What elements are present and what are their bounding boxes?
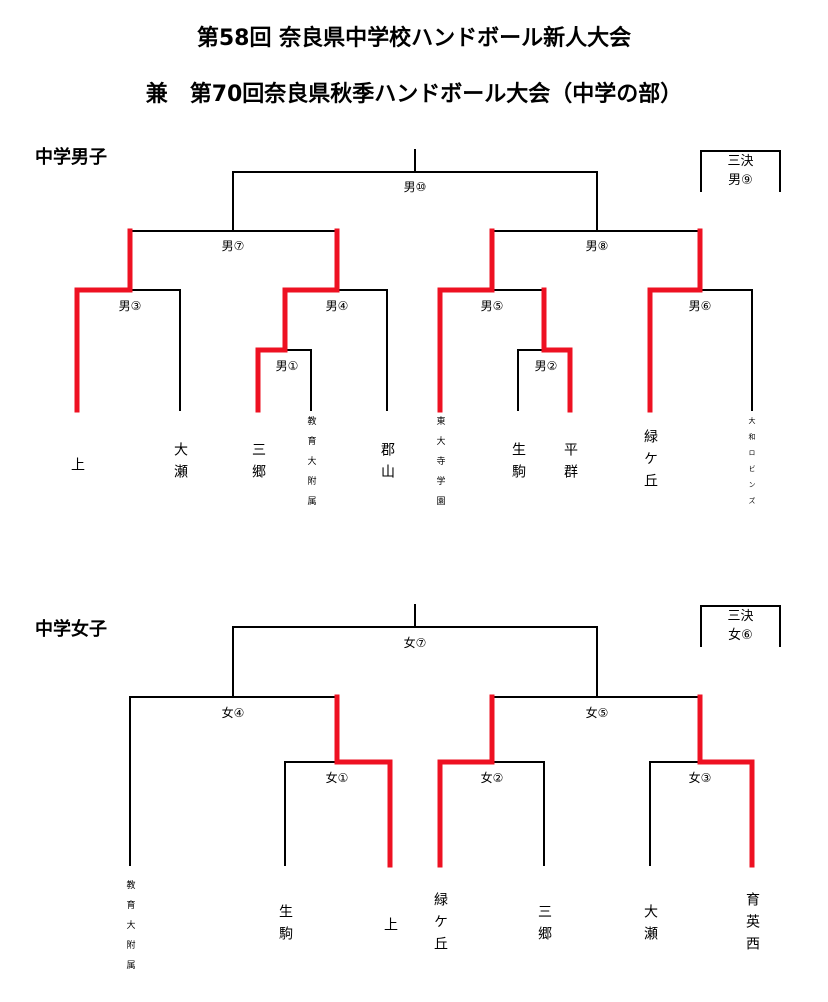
team-name: 教育大附属 — [305, 416, 316, 516]
title-line-1: 第58回 奈良県中学校ハンドボール新人大会 — [196, 26, 632, 51]
third-place-match: 女⑥ — [728, 628, 753, 643]
team-name: 生駒 — [510, 442, 526, 486]
match-label: 男④ — [325, 299, 349, 313]
team-name: 上 — [69, 457, 85, 471]
team-name: 大瀬 — [172, 442, 188, 486]
match-label: 女⑦ — [403, 636, 427, 650]
team-name: 郡山 — [379, 442, 395, 486]
team-name: 東大寺学園 — [434, 416, 445, 516]
team-name: 育英西 — [744, 892, 760, 958]
girls-section-title: 中学女子 — [35, 619, 107, 640]
team-name: 三郷 — [250, 442, 266, 486]
team-name: 緑ケ丘 — [642, 429, 658, 495]
match-label: 男② — [534, 359, 558, 373]
third-place-box: 三決 女⑥ — [700, 605, 781, 647]
third-place-box: 三決 男⑨ — [700, 150, 781, 192]
team-name: 三郷 — [536, 904, 552, 948]
third-place-match: 男⑨ — [728, 173, 753, 188]
team-name: 生駒 — [277, 904, 293, 948]
third-place-label: 三決 — [727, 609, 754, 624]
match-label: 男⑦ — [221, 239, 245, 253]
team-name: 上 — [382, 917, 398, 931]
team-name: 緑ケ丘 — [432, 892, 448, 958]
team-name: 大和ロビンズ — [748, 417, 756, 513]
match-label: 男⑥ — [688, 299, 712, 313]
team-name: 教育大附属 — [124, 880, 135, 980]
third-place-label: 三決 — [727, 154, 754, 169]
match-label: 女① — [325, 771, 349, 785]
team-name: 大瀬 — [642, 904, 658, 948]
team-name: 平群 — [562, 442, 578, 486]
boys-section-title: 中学男子 — [35, 147, 107, 168]
match-label: 女③ — [688, 771, 712, 785]
match-label: 男③ — [118, 299, 142, 313]
match-label: 男① — [275, 359, 299, 373]
match-label: 女② — [480, 771, 504, 785]
match-label: 女⑤ — [585, 706, 609, 720]
title-line-2: 兼 第70回奈良県秋季ハンドボール大会（中学の部） — [145, 82, 683, 107]
match-label: 男⑤ — [480, 299, 504, 313]
match-label: 男⑧ — [585, 239, 609, 253]
match-label: 女④ — [221, 706, 245, 720]
match-label: 男⑩ — [403, 180, 427, 194]
